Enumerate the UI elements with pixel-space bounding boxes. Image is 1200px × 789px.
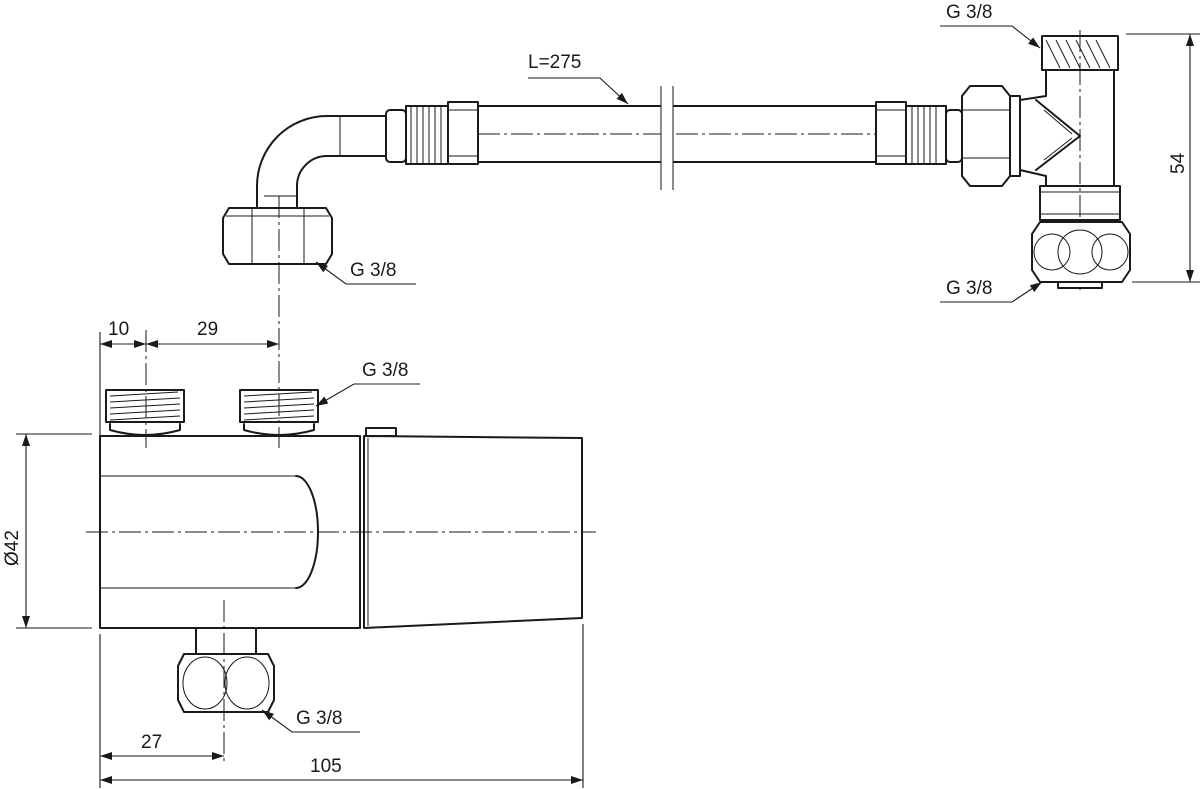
tee-top-thread-label: G 3/8 [946, 2, 992, 23]
elbow-nut [222, 207, 333, 265]
labels: L=275 G 3/8 G 3/8 G 3/8 G 3/8 G 3/8 10 2… [2, 2, 1189, 777]
bottom-outlet-thread-label: G 3/8 [296, 708, 342, 729]
hose-length-label: L=275 [528, 52, 581, 73]
dim-label-10: 10 [108, 319, 129, 340]
bottom-outlet [177, 627, 275, 713]
dim-label-diameter: Ø42 [2, 530, 23, 566]
mixer-assembly [86, 196, 596, 764]
dim-label-54: 54 [1168, 152, 1189, 174]
top-outlet-thread-label: G 3/8 [362, 360, 408, 381]
handle-cap [363, 427, 583, 629]
dim-label-105: 105 [310, 756, 342, 777]
dim-label-29: 29 [197, 319, 218, 340]
right-ferrule [875, 101, 963, 165]
left-ferrule [385, 101, 479, 165]
elbow-pipe [256, 115, 387, 209]
top-outlet-left [105, 389, 185, 436]
dim-label-27: 27 [141, 732, 162, 753]
tee-hex-nut [961, 85, 1021, 187]
leader-lines [261, 25, 1043, 733]
hose-body [477, 86, 877, 192]
elbow-nut-thread-label: G 3/8 [350, 260, 396, 281]
tee-fitting [1019, 30, 1121, 290]
hose-assembly [222, 30, 1131, 290]
dimension-lines [16, 33, 1200, 788]
tee-bottom-nut [1031, 221, 1131, 289]
tee-bottom-thread-label: G 3/8 [946, 278, 992, 299]
